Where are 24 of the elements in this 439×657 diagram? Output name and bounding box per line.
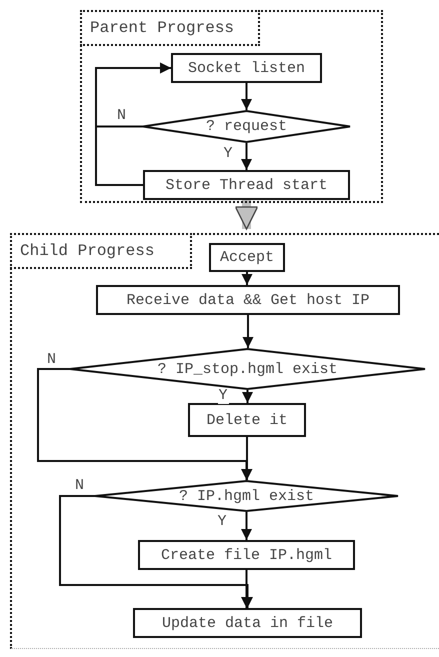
arrow — [242, 390, 253, 403]
dotted-group-frame — [80, 10, 383, 203]
arrow — [241, 512, 252, 540]
dotted-group-frame — [10, 233, 439, 649]
decision-diamond: ? IP_stop.hgml exist — [70, 348, 425, 390]
arrow — [242, 315, 254, 348]
process-box: Create file IP.hgml — [138, 540, 355, 570]
decision-diamond: ? IP.hgml exist — [95, 480, 398, 512]
process-box: Socket listen — [171, 53, 322, 83]
arrow — [95, 62, 171, 186]
process-box: Delete it — [188, 403, 306, 437]
group-title: Parent Progress — [80, 10, 260, 46]
arrow — [242, 272, 252, 285]
edge-label: Y — [218, 388, 229, 404]
group-title: Child Progress — [10, 233, 192, 269]
block-arrow — [234, 200, 258, 230]
arrow — [241, 83, 252, 110]
arrow — [241, 143, 252, 170]
process-box: Accept — [209, 243, 285, 272]
process-box: Store Thread start — [143, 170, 350, 200]
decision-diamond: ? request — [143, 110, 350, 143]
process-box: Receive data && Get host IP — [96, 285, 400, 315]
arrow — [59, 495, 253, 608]
process-box: Update data in file — [133, 608, 362, 638]
